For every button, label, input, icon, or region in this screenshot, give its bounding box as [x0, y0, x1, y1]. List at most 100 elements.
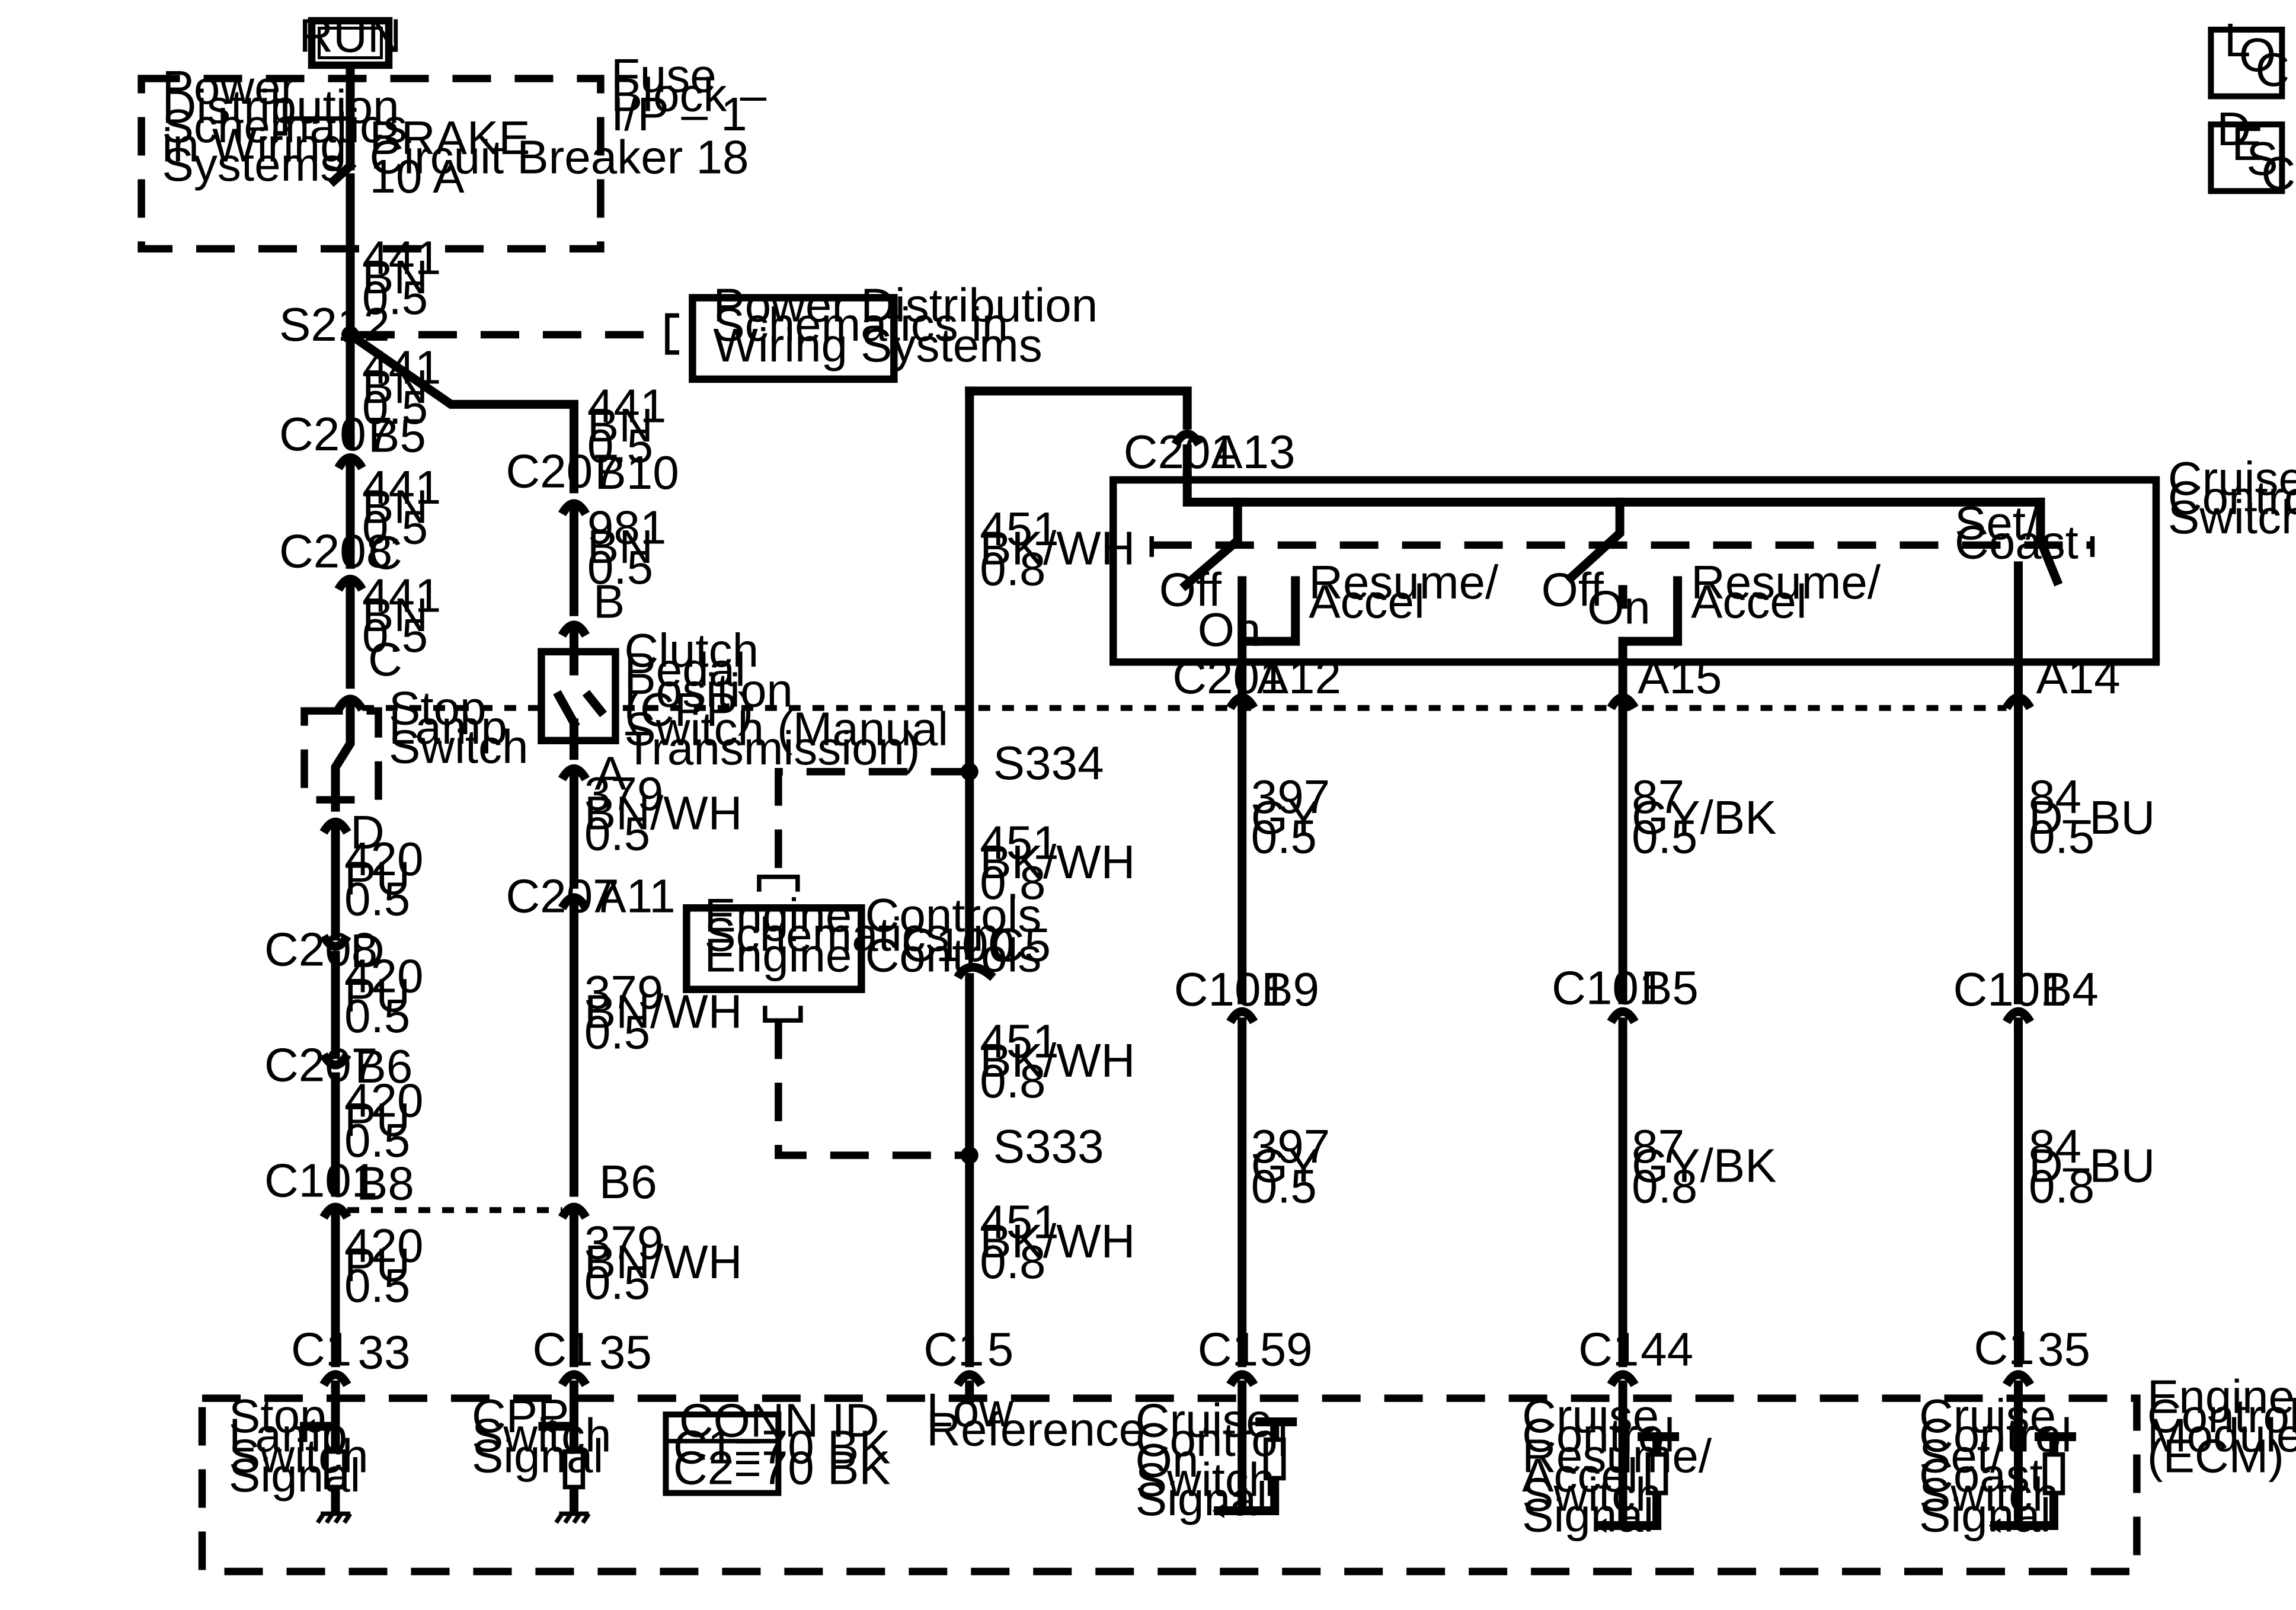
label-wires-w18-2: 0.5	[1251, 811, 1317, 863]
label-wires-w9-1: BN/WH	[584, 1235, 743, 1288]
label-fuse_block-power_ref-4: Systems	[162, 138, 344, 191]
label-engine_ref_box-1: Schematics in	[704, 908, 999, 961]
label-wires-w16-2: 0.8	[980, 1055, 1045, 1108]
label-connectors-cpp_a-0: A	[594, 747, 626, 799]
label-ecm_signals-cpp-1: Switch	[472, 1409, 612, 1462]
label-connectors-c1_59-0: C1	[1198, 1323, 1258, 1376]
label-connectors-c207_b6-0: C207	[264, 1039, 378, 1092]
label-wires-w8-2: 0.5	[584, 1006, 650, 1059]
label-fuse_block-breaker-0: BRAKE	[369, 111, 530, 164]
label-components-cpp_switch-2: Position	[624, 664, 793, 716]
label-connectors-c208_d2-1: D	[350, 924, 385, 977]
label-ecm_signals-resume-0: Cruise	[1522, 1390, 1659, 1442]
label-ecm_signals-resume-5: Signal	[1522, 1489, 1654, 1542]
label-wires-w22-1: D–BU	[2029, 791, 2155, 844]
label-wires-w18-1: GY	[1251, 791, 1320, 844]
run-box: RUN	[299, 9, 402, 69]
label-wires-w19-0: 397	[1251, 1120, 1330, 1173]
label-connectors-c207_a11-1: A11	[594, 870, 675, 923]
desc-nav-button[interactable]: D E S C	[2208, 103, 2295, 200]
label-connectors-c101_b8-0: C101	[264, 1154, 378, 1207]
label-wires-w21-0: 87	[1632, 1120, 1684, 1173]
label-components-cpp_switch-1: Pedal	[624, 643, 746, 696]
label-wires-w1-1: BN	[362, 251, 428, 303]
label-wires-w12-2: 0.5	[344, 1114, 410, 1167]
label-connectors-c207_b10-1: B10	[594, 446, 679, 499]
label-connectors-c207_b5-1: B5	[368, 409, 426, 462]
label-wires-w1-2: 0.5	[362, 271, 428, 324]
label-ecm_signals-set-0: Cruise	[1919, 1390, 2056, 1442]
label-wires-w5-0: 441	[587, 379, 666, 432]
label-components-resume1-1: Accel	[1309, 575, 1425, 628]
label-nav-desc-0: D	[2217, 103, 2251, 155]
label-wires-w4-1: BN	[362, 588, 428, 641]
label-connectors-c201_a12-1: A12	[1257, 651, 1341, 703]
label-wires-w1-0: 441	[362, 231, 441, 284]
label-power_ref_box-2: Wiring Systems	[713, 319, 1042, 372]
label-connectors-c100_c5-1: C5	[990, 918, 1051, 971]
label-components-off2: Off	[1542, 563, 1604, 616]
label-wires-w17-2: 0.8	[980, 1235, 1045, 1288]
label-wires-w11-2: 0.5	[344, 990, 410, 1042]
label-nav-desc-2: S	[2246, 132, 2278, 185]
label-wires-w7-1: BN/WH	[584, 787, 743, 840]
label-wires-w12-0: 420	[344, 1074, 423, 1127]
label-wires-w19-1: GY	[1251, 1140, 1320, 1192]
label-ecm_signals-set-3: Coast	[1919, 1449, 2043, 1502]
label-wires-w6-1: BN	[587, 520, 653, 573]
label-connectors-a15-0: A15	[1638, 651, 1722, 703]
label-wires-w15-2: 0.8	[980, 856, 1045, 909]
label-connectors-c1_5-1: 5	[987, 1323, 1013, 1376]
loc-nav-button[interactable]: L O C	[2208, 14, 2289, 100]
label-connectors-c201_a13-0: C201	[1124, 425, 1237, 478]
label-components-off1: Off	[1159, 563, 1222, 616]
label-ecm_signals-resume-3: Accel	[1522, 1449, 1638, 1502]
label-ecm_signals-stop-0: Stop	[229, 1390, 327, 1442]
label-connectors-c207_b10-0: C207	[506, 444, 619, 497]
label-fuse_block-breaker-1: Circuit Breaker 18	[369, 130, 749, 183]
label-wires-w16-0: 451	[980, 1015, 1059, 1068]
label-components-resume2-1: Accel	[1691, 575, 1807, 628]
label-wires-w6-0: 981	[587, 501, 666, 553]
label-components-cruise_switch-2: Switch	[2168, 491, 2296, 543]
label-components-setcoast-0: Set/	[1955, 497, 2039, 549]
label-ecm_signals-resume-2: Resume/	[1522, 1430, 1712, 1483]
conn-id-box: CONN ID C1=70 BK C2=70 BK	[663, 1394, 891, 1496]
label-wires-w2-0: 441	[362, 341, 441, 393]
label-connectors-c207_a11-0: C207	[506, 870, 619, 923]
label-ecm_signals-set-2: Set/	[1919, 1430, 2004, 1483]
label-ecm_signals-resume-1: Control	[1522, 1409, 1675, 1462]
label-connectors-cpp_b-0: B	[593, 575, 625, 628]
stop-lamp-switch: Stop Lamp Switch	[300, 681, 529, 804]
power-distribution-ref-box[interactable]: Power Distribution Schematics in Wiring …	[665, 279, 1098, 383]
label-wires-w17-0: 451	[980, 1196, 1059, 1249]
label-ecm_signals-stop-2: Switch	[229, 1430, 369, 1483]
label-connectors-c207_b5-0: C207	[279, 408, 392, 460]
label-wires-w23-0: 84	[2029, 1120, 2081, 1173]
label-wires-w20-1: GY/BK	[1632, 791, 1776, 844]
label-fuse_block-power_ref-1: Distribution	[162, 80, 399, 133]
label-connectors-c207_b6-1: B6	[354, 1040, 412, 1093]
label-wires-w21-1: GY/BK	[1632, 1140, 1776, 1192]
label-wires-w18-0: 397	[1251, 770, 1330, 823]
label-ecm_signals-on-2: On	[1136, 1434, 1199, 1487]
label-wires-w15-1: BK/WH	[980, 836, 1135, 888]
label-wires-w14-2: 0.8	[980, 542, 1045, 595]
label-connectors-c208_c1-0: C208	[279, 524, 392, 577]
engine-controls-ref-box[interactable]: Engine Controls Schematics in Engine Con…	[683, 874, 1041, 1023]
label-splices-s333: S333	[993, 1120, 1104, 1173]
label-connectors-c101_b5-0: C101	[1552, 962, 1665, 1014]
label-ecm_signals-stop-1: Lamp	[229, 1409, 347, 1462]
label-components-setcoast-1: Coast	[1955, 516, 2078, 568]
label-connectors-c1_35a-1: 35	[599, 1326, 652, 1379]
label-wires-w23-2: 0.8	[2029, 1160, 2094, 1213]
label-ecm_signals-set-4: Switch	[1919, 1468, 2059, 1521]
label-power_ref_box-0: Power Distribution	[713, 279, 1098, 331]
cpp-switch: Clutch Pedal Position (CPP) Switch (Manu…	[538, 624, 948, 774]
ecm-module: Engine Control Module (ECM) Stop Lamp Sw…	[198, 1371, 2296, 1576]
label-fuse_block-power_ref-3: in Wiring	[162, 119, 347, 171]
label-ecm_signals-set-5: Signal	[1919, 1489, 2051, 1542]
label-wires-w15-0: 451	[980, 817, 1059, 869]
label-wires-w10-1: PU	[344, 852, 410, 905]
